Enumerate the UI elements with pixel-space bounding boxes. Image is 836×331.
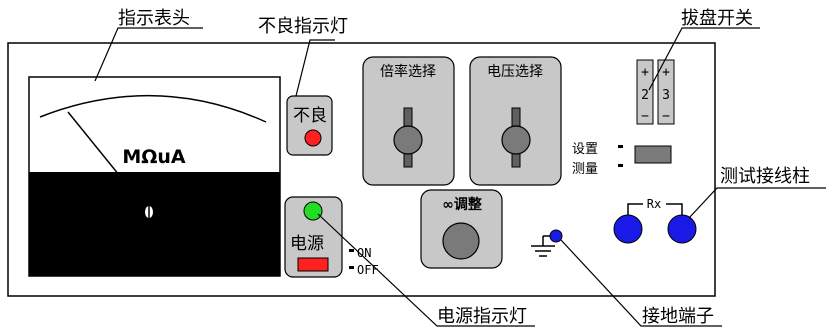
label-ground-terminal: 接地端子 <box>642 306 714 327</box>
infinity-adjust-knob[interactable] <box>442 222 480 260</box>
rx-terminal-right[interactable] <box>667 214 697 244</box>
dip-setting-label: 设置 <box>572 142 598 157</box>
meter-base-black <box>29 172 280 276</box>
power-panel: 电源 ON OFF <box>284 196 379 278</box>
label-meter-head: 指示表头 <box>118 8 190 29</box>
multiplier-panel-label: 倍率选择 <box>380 63 436 80</box>
meter-needle <box>67 111 150 213</box>
power-light <box>303 201 323 221</box>
power-switch[interactable] <box>297 257 329 272</box>
label-fault-light: 不良指示灯 <box>258 16 348 37</box>
svg-text:+: + <box>662 65 670 80</box>
ground-terminal <box>531 229 563 257</box>
dip-measure-label: 测量 <box>572 162 598 177</box>
fault-light <box>304 129 322 147</box>
power-off-label: OFF <box>357 263 379 277</box>
ground-post[interactable] <box>549 229 563 243</box>
infinity-adjust-panel: ∞调整 <box>420 189 503 269</box>
meter-scale-arc <box>39 95 267 123</box>
label-power-light: 电源指示灯 <box>437 306 527 327</box>
fault-panel-label: 不良 <box>293 106 327 126</box>
voltage-knob[interactable] <box>501 125 531 155</box>
meter-head: MΩuA <box>28 76 281 277</box>
meter-scale-text: MΩuA <box>122 146 186 168</box>
multiplier-knob[interactable] <box>393 125 423 155</box>
power-on-label: ON <box>357 246 371 260</box>
dip-switch-3-number: 3 <box>662 88 670 103</box>
svg-text:−: − <box>641 109 649 124</box>
multiplier-selector-panel: 倍率选择 <box>362 56 455 186</box>
svg-text:+: + <box>641 65 649 80</box>
fault-indicator-panel: 不良 <box>286 95 333 156</box>
power-panel-label: 电源 <box>290 234 324 254</box>
rx-label: Rx <box>647 197 661 211</box>
label-dip-switch: 拔盘开关 <box>681 8 753 29</box>
dip-switch-2-number: 2 <box>641 88 649 103</box>
dip-switch: + 2 − + 3 − 设置 测量 <box>572 59 675 177</box>
rx-terminals: Rx <box>613 197 697 244</box>
callouts: 指示表头 不良指示灯 拔盘开关 测试接线柱 电源指示灯 接地端子 <box>94 8 826 327</box>
voltage-panel-label: 电压选择 <box>487 64 543 80</box>
rx-terminal-left[interactable] <box>613 214 643 244</box>
dip-mode-switch[interactable] <box>634 145 672 164</box>
svg-text:−: − <box>662 109 670 124</box>
voltage-selector-panel: 电压选择 <box>469 56 562 186</box>
infinity-panel-label: ∞调整 <box>442 196 483 213</box>
label-test-terminal: 测试接线柱 <box>720 166 810 187</box>
